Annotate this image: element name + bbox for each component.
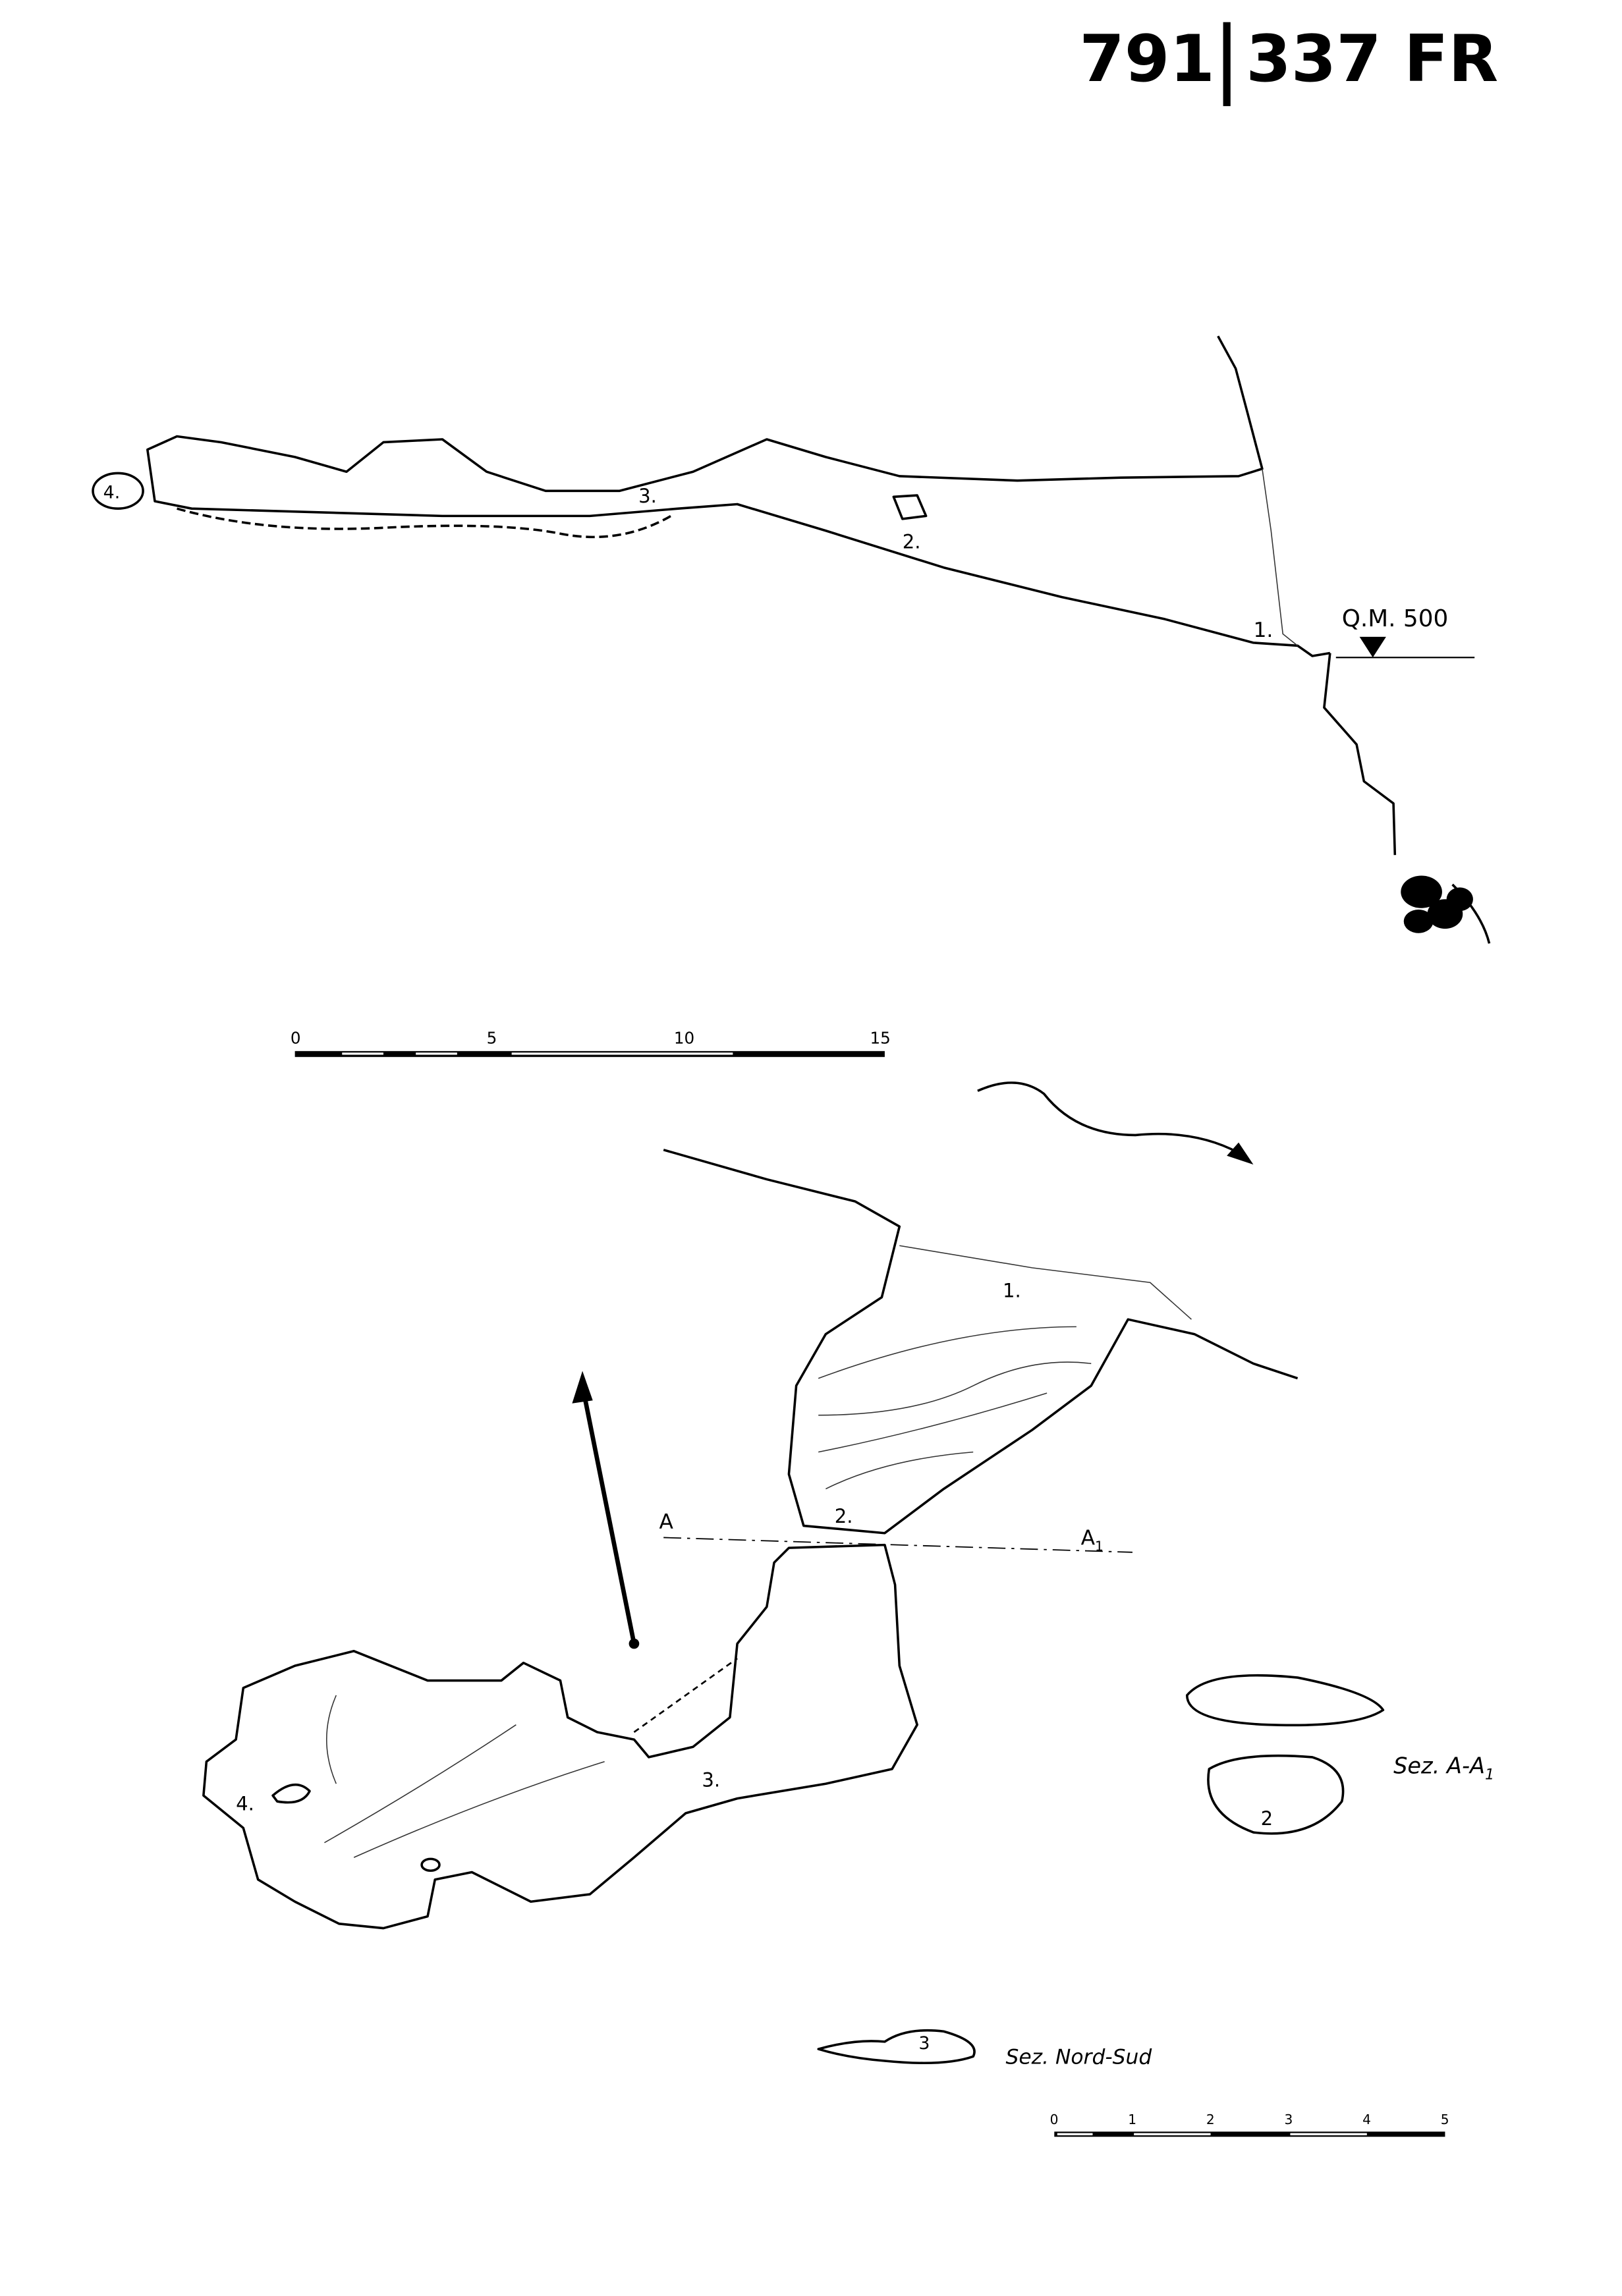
section-ns-title: Sez. Nord-Sud (1005, 2045, 1152, 2069)
scale-tick: 2 (1206, 2112, 1215, 2127)
cave-code: 337 FR (1246, 22, 1498, 97)
plan-label-1: 1. (1003, 1280, 1021, 1302)
section-aa1-label: 2 (1261, 1807, 1273, 1830)
section-start-label: A (659, 1510, 673, 1534)
plan-label-2: 2. (835, 1505, 853, 1527)
section-ns-label: 3 (918, 2033, 930, 2054)
catalog-number: 791 (1079, 22, 1215, 97)
scale-tick: 5 (487, 1029, 497, 1048)
section-a-a1: 2 Sez. A-A1 (1185, 1674, 1494, 1835)
scale-tick: 0 (291, 1029, 301, 1048)
section-nord-sud: 3 Sez. Nord-Sud (817, 2029, 1152, 2069)
profile-label-2: 2. (903, 531, 921, 553)
header-number: 791 337 FR (1079, 22, 1498, 107)
scale-tick: 1 (1128, 2112, 1136, 2127)
scale-tick: 0 (1050, 2112, 1059, 2127)
plan-scale-bar: 0 1 2 3 4 5 (1050, 2112, 1449, 2137)
scale-tick: 3 (1284, 2112, 1293, 2127)
elevation-label: Q.M. 500 (1342, 605, 1449, 632)
longitudinal-profile: 4. 3. 2. 1. Q.M. 500 (92, 335, 1491, 944)
section-aa1-title: Sez. A-A1 (1393, 1753, 1494, 1784)
profile-label-3: 3. (638, 485, 657, 507)
section-end-label: A1 (1081, 1527, 1104, 1554)
plan-label-4: 4. (236, 1793, 254, 1815)
plan-label-3: 3. (702, 1769, 720, 1791)
scale-tick: 15 (870, 1029, 891, 1048)
scale-tick: 5 (1441, 2112, 1449, 2127)
scale-tick: 4 (1362, 2112, 1371, 2127)
profile-label-4: 4. (103, 483, 121, 503)
scale-tick: 10 (674, 1029, 694, 1048)
profile-label-1: 1. (1253, 618, 1273, 642)
plan-view: A A1 1. 2. 3. 4. (202, 1081, 1299, 1930)
profile-scale-bar: 0 5 10 15 (291, 1029, 891, 1057)
